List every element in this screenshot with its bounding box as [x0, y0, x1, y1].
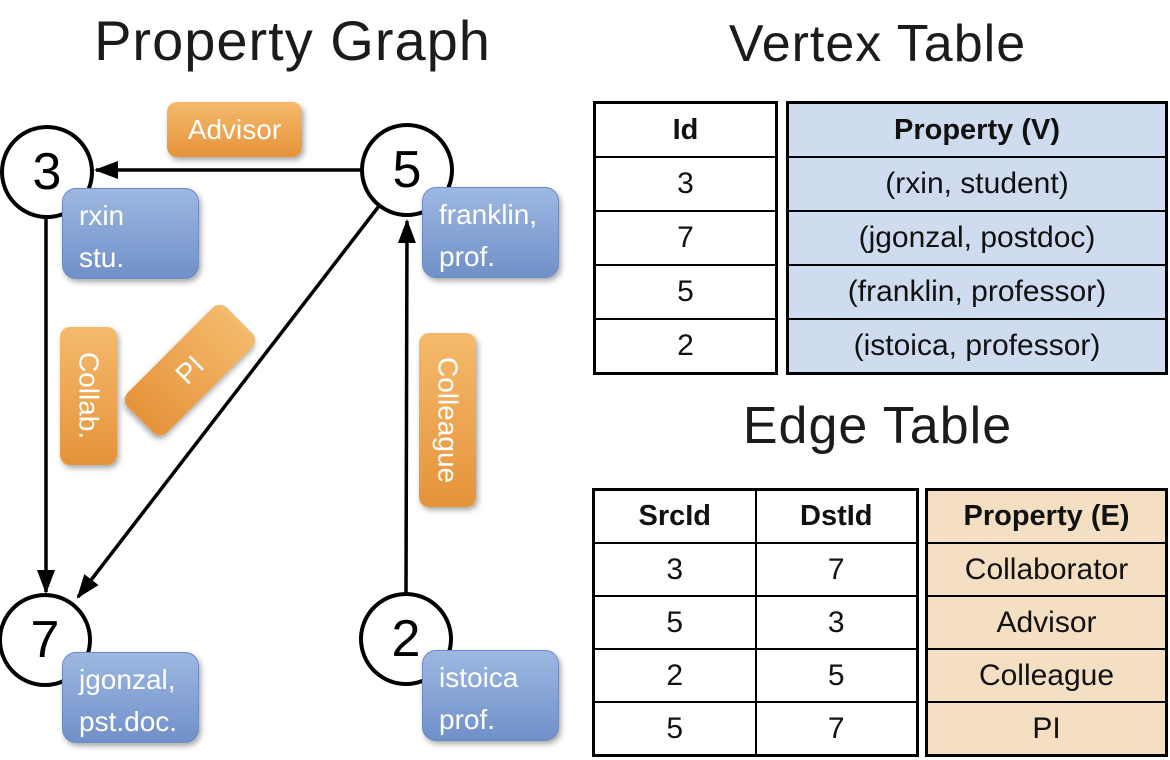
table-row: Id [593, 101, 778, 158]
edge-table-title: Edge Table [742, 397, 1013, 455]
edge-label-collab: Collab. [60, 327, 117, 465]
vertex-property-cell: (franklin, professor) [786, 264, 1168, 320]
vertex-node-7-id: 7 [30, 611, 60, 669]
edge-srcid-cell: 3 [592, 542, 757, 597]
vertex-id-cell: 3 [593, 156, 778, 212]
edge-srcid-header: SrcId [592, 488, 757, 544]
vertex-property-cell: (jgonzal, postdoc) [786, 210, 1168, 266]
vertex-id-cell: 7 [593, 210, 778, 266]
edge-property-header: Property (E) [925, 488, 1168, 544]
table-row: 5 [593, 264, 778, 320]
edge-srcid-cell: 5 [592, 701, 757, 757]
vertex-node-2-id: 2 [391, 610, 421, 668]
table-row: (jgonzal, postdoc) [786, 210, 1168, 266]
table-row: PI [925, 701, 1168, 757]
table-row: Advisor [925, 595, 1168, 650]
edge-property-cell: PI [925, 701, 1168, 757]
vertex-property-2-line2: prof. [439, 704, 496, 735]
table-row: 5 7 [592, 701, 919, 757]
edge-label-pi-text: PI [169, 349, 210, 390]
table-row: 2 [593, 318, 778, 375]
vertex-id-header: Id [593, 101, 778, 158]
edge-property-cell: Collaborator [925, 542, 1168, 597]
vertex-table-property-column: Property (V) (rxin, student) (jgonzal, p… [786, 101, 1168, 375]
vertex-node-5-id: 5 [392, 141, 422, 199]
vertex-property-label-3: rxin stu. [62, 188, 199, 279]
vertex-property-cell: (istoica, professor) [786, 318, 1168, 375]
vertex-node-2: 2 [359, 592, 453, 686]
table-row: (rxin, student) [786, 156, 1168, 212]
edge-label-advisor-text: Advisor [187, 113, 282, 145]
graph-edges [37, 161, 416, 599]
table-row: Collaborator [925, 542, 1168, 597]
vertex-table-id-column: Id 3 7 5 2 [593, 101, 778, 375]
table-row: (istoica, professor) [786, 318, 1168, 375]
edge-dstid-cell: 7 [754, 701, 919, 757]
edge-dstid-cell: 7 [754, 542, 919, 597]
edge-dstid-cell: 3 [754, 595, 919, 650]
property-graph-title: Property Graph [94, 9, 491, 72]
edge-colleague-2-to-5-arrow [397, 219, 416, 595]
vertex-property-7-line1: jgonzal, [79, 664, 176, 695]
edge-property-cell: Advisor [925, 595, 1168, 650]
vertex-id-cell: 2 [593, 318, 778, 375]
vertex-property-header: Property (V) [786, 101, 1168, 158]
vertex-table-title: Vertex Table [728, 15, 1027, 73]
vertex-property-label-5: franklin, prof. [422, 187, 559, 278]
edge-label-colleague-text: Colleague [432, 356, 464, 484]
edge-label-advisor: Advisor [167, 102, 302, 157]
vertex-property-5-line2: prof. [439, 241, 496, 272]
edge-label-colleague: Colleague [419, 333, 476, 507]
vertex-id-cell: 5 [593, 264, 778, 320]
table-row: 3 7 [592, 542, 919, 597]
vertex-node-5: 5 [360, 123, 454, 217]
table-row: 7 [593, 210, 778, 266]
vertex-property-3-line2: stu. [79, 242, 125, 273]
vertex-property-7-line2: pst.doc. [79, 706, 178, 737]
table-row: Colleague [925, 648, 1168, 703]
table-row: 3 [593, 156, 778, 212]
vertex-property-3-line1: rxin [79, 200, 125, 231]
table-row: 2 5 [592, 648, 919, 703]
edge-property-cell: Colleague [925, 648, 1168, 703]
edge-srcid-cell: 2 [592, 648, 757, 703]
vertex-property-5-line1: franklin, [439, 199, 538, 230]
vertex-node-3-id: 3 [32, 143, 62, 201]
table-row: Property (V) [786, 101, 1168, 158]
vertex-property-label-2: istoica prof. [422, 650, 559, 741]
edge-table-id-columns: SrcId DstId 3 7 5 3 2 5 5 7 [592, 488, 919, 757]
edge-srcid-cell: 5 [592, 595, 757, 650]
table-row: SrcId DstId [592, 488, 919, 544]
table-row: 5 3 [592, 595, 919, 650]
edge-pi-5-to-7-arrow [76, 204, 381, 599]
table-row: Property (E) [925, 488, 1168, 544]
edge-dstid-header: DstId [754, 488, 919, 544]
edge-dstid-cell: 5 [754, 648, 919, 703]
property-graph-panel: Property Graph 3 5 7 2 Advisor Collab. P… [0, 9, 559, 743]
edge-table-property-column: Property (E) Collaborator Advisor Collea… [925, 488, 1168, 757]
vertex-property-label-7: jgonzal, pst.doc. [62, 652, 199, 743]
vertex-property-cell: (rxin, student) [786, 156, 1168, 212]
table-row: (franklin, professor) [786, 264, 1168, 320]
vertex-property-2-line1: istoica [439, 662, 519, 693]
edge-label-collab-text: Collab. [73, 352, 105, 440]
